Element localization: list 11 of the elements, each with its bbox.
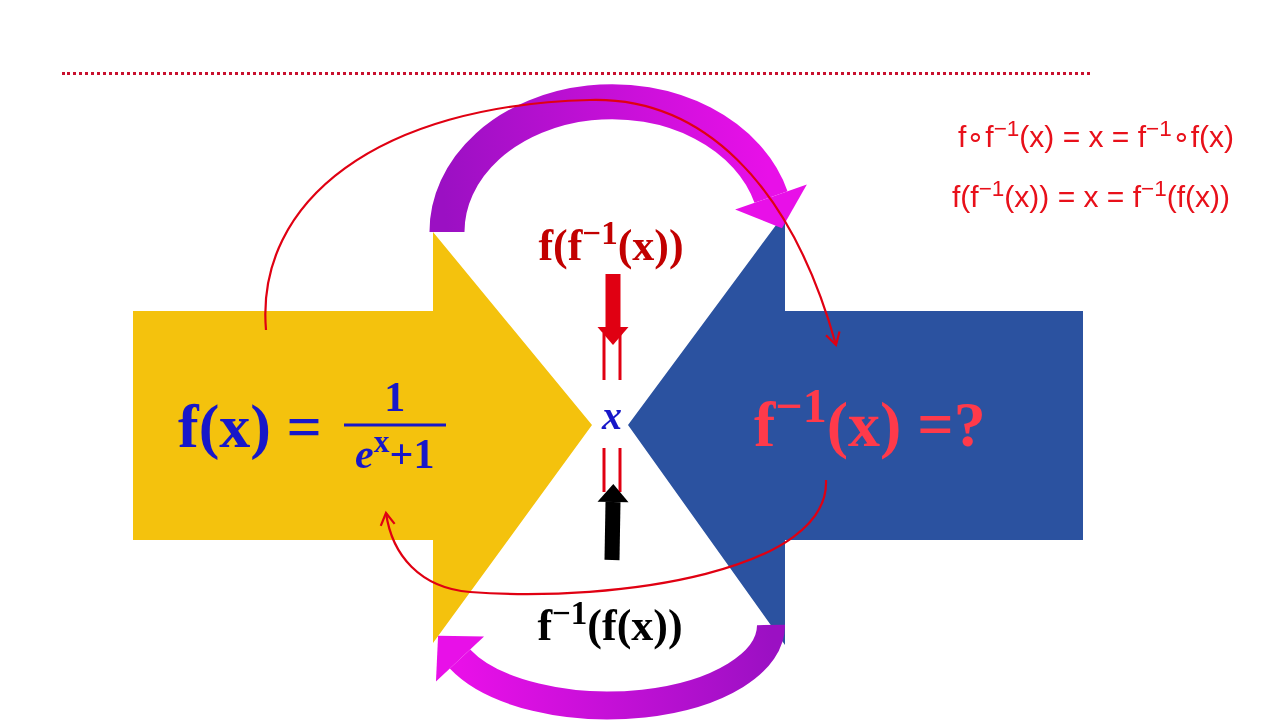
handwritten-note: f(f$^{−1}$(x)) = x = f$^{−1}$(f(x))	[952, 182, 1230, 212]
fraction-denominator: e$^{x}$+1	[355, 432, 435, 475]
hand-drawn-arrow	[264, 98, 841, 347]
handwritten-note: f∘f$^{−1}$(x) = x = f$^{−1}$∘f(x)	[958, 122, 1234, 152]
variable-label: x	[602, 396, 622, 436]
block-arrow	[597, 484, 629, 561]
formula-label: f$^{−1}$(f(x))	[537, 604, 683, 648]
hand-drawn-arrow	[380, 479, 828, 595]
block-arrow	[597, 274, 629, 345]
formula-label: f(f$^{−1}$(x))	[538, 224, 684, 268]
fraction-numerator: 1	[384, 375, 406, 418]
